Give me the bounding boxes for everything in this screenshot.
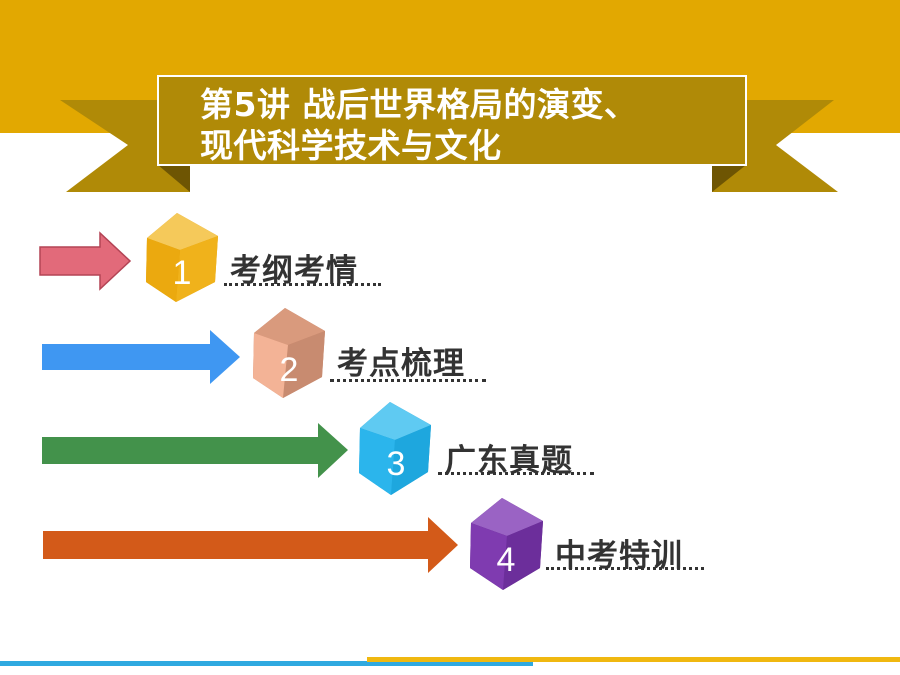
cube-icon-4: 4 [470, 498, 543, 590]
cube-icon-2: 2 [253, 308, 325, 398]
bottom-line-blue [0, 661, 533, 666]
ribbon-left-fold [158, 165, 190, 192]
cube-number-1: 1 [173, 254, 192, 292]
title-line-2: 现代科学技术与文化 [200, 126, 502, 165]
arrow-3 [42, 423, 348, 478]
menu-item-3-graphic[interactable]: 3 [42, 402, 431, 495]
dotted-underline-1 [224, 283, 381, 286]
menu-label-2[interactable]: 考点梳理 [337, 346, 465, 382]
arrow-2 [42, 330, 240, 384]
menu-item-1-graphic[interactable]: 1 [39, 213, 218, 302]
page-title: 第5讲 战后世界格局的演变、 现代科学技术与文化 [200, 84, 720, 166]
ribbon-right-fold [712, 165, 746, 192]
dotted-underline-3 [438, 472, 594, 475]
menu-item-4-graphic[interactable]: 4 [43, 498, 543, 590]
cube-number-2: 2 [280, 351, 299, 389]
arrow-1 [39, 231, 132, 291]
title-ribbon [60, 75, 838, 192]
bottom-line-yellow [367, 657, 900, 662]
cube-icon-1: 1 [146, 213, 218, 302]
dotted-underline-4 [546, 567, 704, 570]
cube-number-3: 3 [387, 445, 406, 483]
arrow-4 [43, 517, 458, 573]
ribbon-main [157, 75, 747, 166]
dotted-underline-2 [330, 379, 486, 382]
cube-icon-3: 3 [359, 402, 431, 495]
cube-number-4: 4 [497, 541, 516, 579]
menu-item-2-graphic[interactable]: 2 [42, 308, 325, 398]
title-line-1: 第5讲 战后世界格局的演变、 [200, 85, 638, 124]
